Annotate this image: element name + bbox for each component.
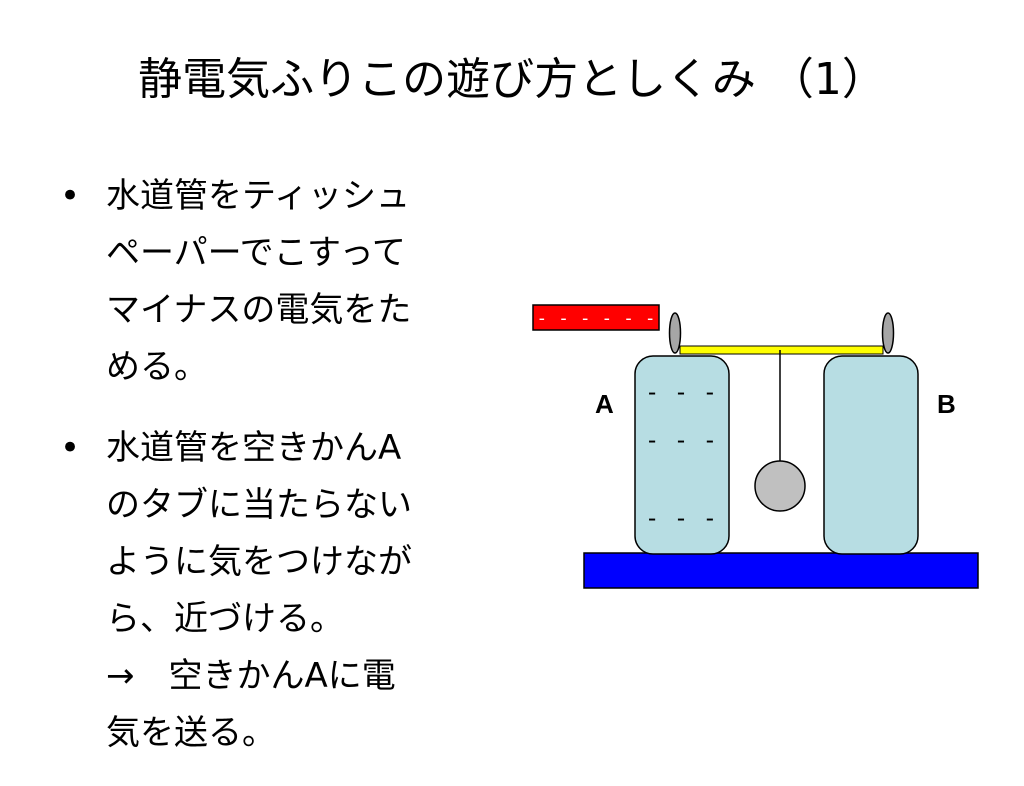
- bullet-dot-icon: •: [60, 428, 81, 468]
- pendulum-diagram: - - - - - - - - - - - - - - - A B: [532, 304, 979, 589]
- support-bar: [679, 345, 884, 355]
- can-a-tab: [668, 312, 682, 354]
- charged-rod: [532, 304, 660, 331]
- can-b: [823, 355, 919, 555]
- base-board: [583, 552, 979, 589]
- label-a: A: [595, 389, 614, 419]
- can-b-tab: [881, 312, 895, 354]
- can-a-charges-1: - - -: [645, 378, 717, 406]
- bullet-1-line-3: マイナスの電気をた: [106, 290, 412, 330]
- rod-charges: - - - - - -: [536, 308, 655, 329]
- can-a: [634, 355, 730, 555]
- bullet-1-line-4: める。: [106, 347, 208, 387]
- bullet-item-2: • 水道管を空きかんA のタブに当たらない ように気をつけなが ら、近づける。 …: [58, 420, 498, 762]
- bullet-2-line-4: ら、近づける。: [106, 599, 344, 639]
- can-a-charges-2: - - -: [645, 426, 717, 454]
- bullet-2-line-2: のタブに当たらない: [106, 485, 412, 525]
- label-b: B: [937, 389, 956, 419]
- bullet-item-1: • 水道管をティッシュ ペーパーでこすって マイナスの電気をた める。: [58, 168, 498, 396]
- bullet-2-line-1: 水道管を空きかんA: [106, 428, 402, 468]
- can-a-charges-3: - - -: [645, 504, 717, 532]
- bullet-2-line-5: → 空きかんAに電: [106, 656, 396, 696]
- bullet-list: • 水道管をティッシュ ペーパーでこすって マイナスの電気をた める。 • 水道…: [58, 168, 498, 786]
- slide-title: 静電気ふりこの遊び方としくみ （1）: [138, 54, 886, 105]
- bullet-2-line-3: ように気をつけなが: [106, 542, 412, 582]
- bullet-1-line-1: 水道管をティッシュ: [106, 176, 410, 216]
- bullet-1-line-2: ペーパーでこすって: [106, 233, 406, 273]
- bullet-2-line-6: 気を送る。: [106, 713, 276, 753]
- bullet-dot-icon: •: [60, 176, 81, 216]
- pendulum-ball: [754, 460, 806, 512]
